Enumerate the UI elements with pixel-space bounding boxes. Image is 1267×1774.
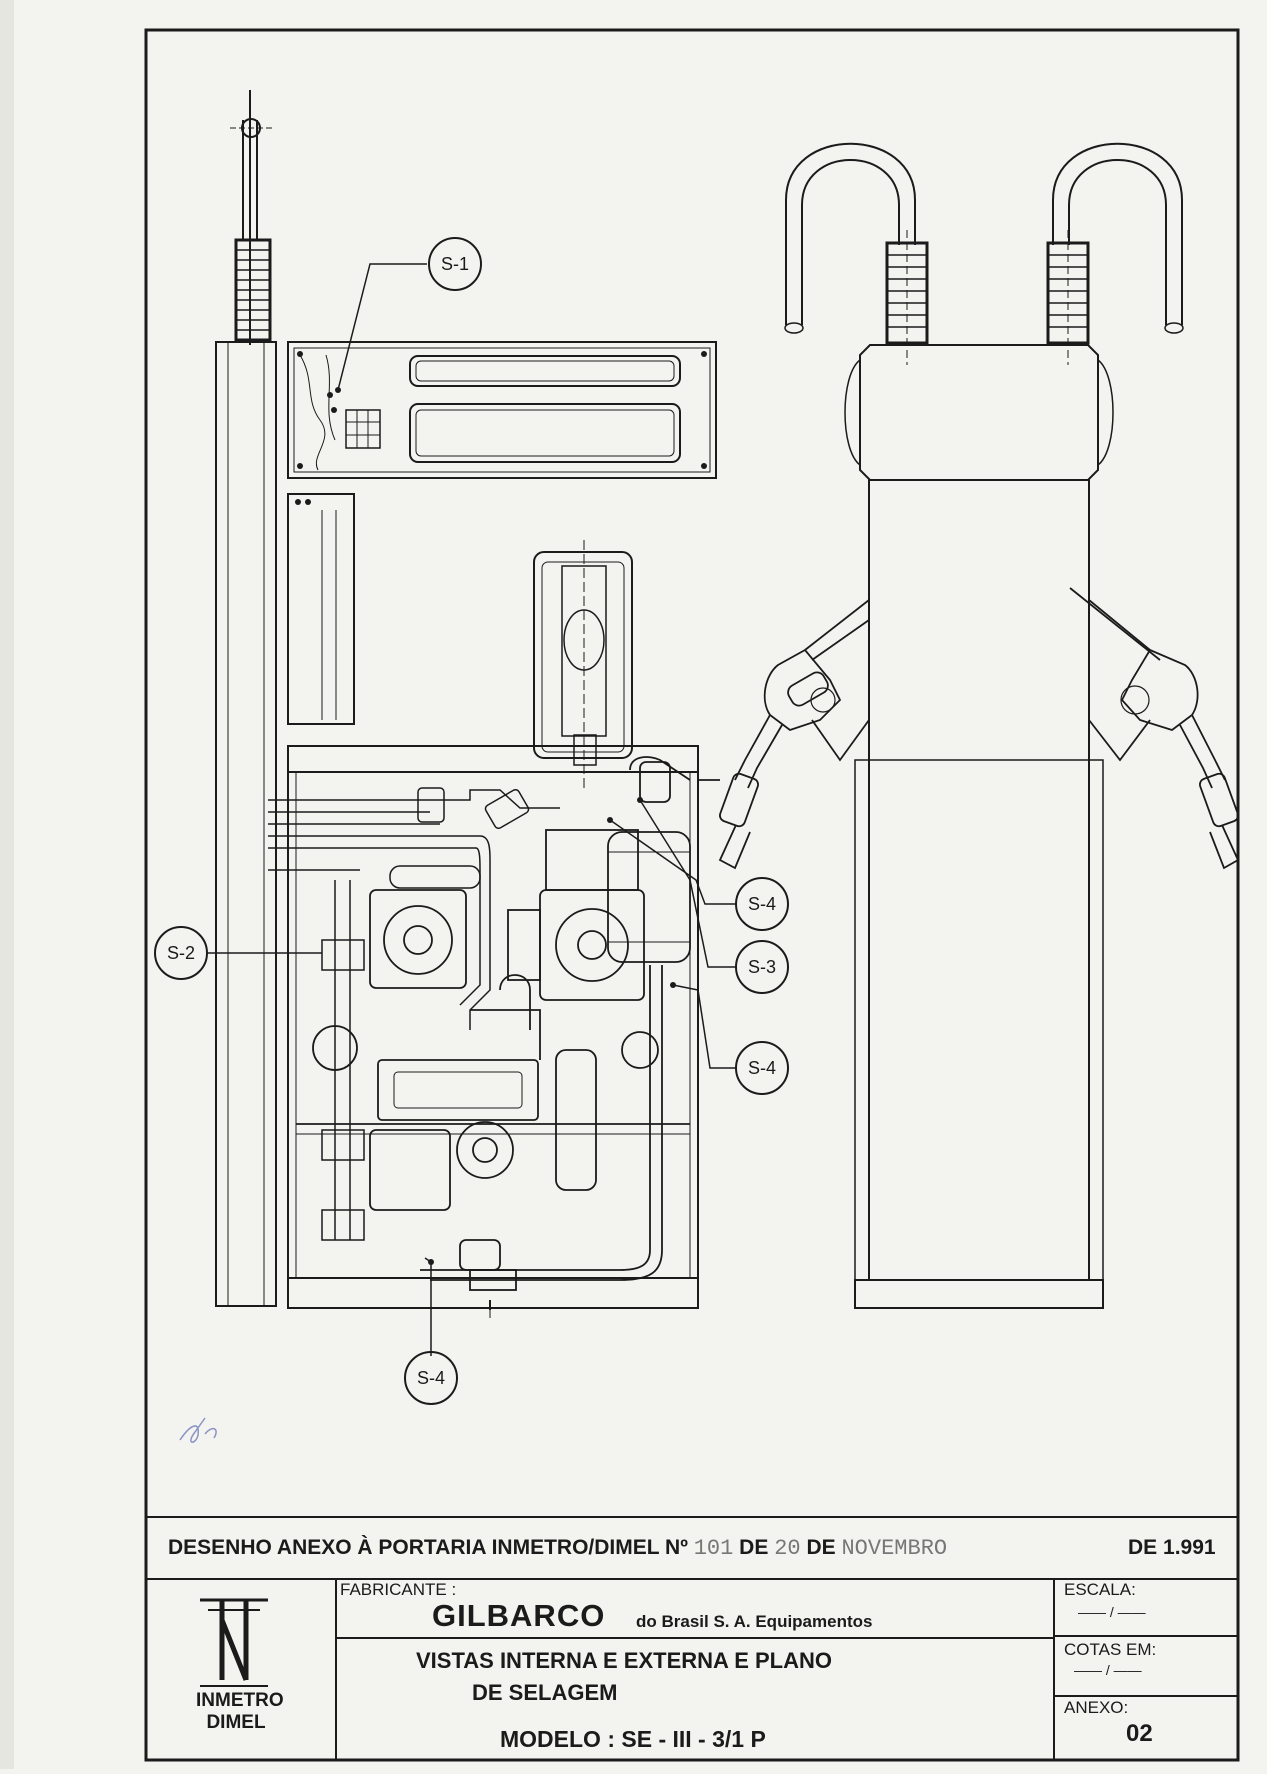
- cotas-label: COTAS EM:: [1064, 1640, 1157, 1659]
- header-de-1: DE: [739, 1536, 769, 1559]
- external-view: [718, 142, 1240, 1309]
- seal-label-s1: S-1: [441, 254, 469, 274]
- portaria-header: DESENHO ANEXO À PORTARIA INMETRO/DIMEL N…: [168, 1536, 947, 1561]
- seal-label-s4-middle: S-4: [748, 1058, 776, 1078]
- seal-label-s2: S-2: [167, 943, 195, 963]
- seal-label-texts: S-1 S-2 S-4 S-3 S-4 S-4: [167, 254, 776, 1388]
- manufacturer-subtitle: do Brasil S. A. Equipamentos: [636, 1612, 873, 1631]
- logo-text-dimel: DIMEL: [206, 1712, 266, 1733]
- anexo-label: ANEXO:: [1064, 1698, 1129, 1717]
- escala-label: ESCALA:: [1064, 1580, 1136, 1599]
- seal-leaders: [207, 263, 737, 1356]
- portaria-month: NOVEMBRO: [841, 1536, 948, 1561]
- portaria-year: 1.991: [1163, 1536, 1216, 1559]
- drawing-description-line-2: DE SELAGEM: [472, 1680, 618, 1705]
- portaria-day: 20: [774, 1536, 801, 1561]
- seal-label-s4-bottom: S-4: [417, 1368, 445, 1388]
- model-designation: MODELO : SE - III - 3/1 P: [500, 1726, 766, 1752]
- header-de-3: DE: [1128, 1536, 1158, 1559]
- portaria-number: 101: [693, 1536, 734, 1561]
- drawing-description-line-1: VISTAS INTERNA E EXTERNA E PLANO: [416, 1648, 833, 1673]
- inmetro-logo: [200, 1598, 268, 1687]
- header-de-2: DE: [806, 1536, 836, 1559]
- seal-markers: [154, 237, 789, 1405]
- seal-label-s4-upper: S-4: [748, 894, 776, 914]
- anexo-number: 02: [1126, 1720, 1153, 1747]
- escala-value: —— / ——: [1078, 1604, 1146, 1620]
- portaria-year-group: DE 1.991: [1128, 1536, 1216, 1560]
- logo-text-inmetro: INMETRO: [196, 1690, 284, 1711]
- header-prefix: DESENHO ANEXO À PORTARIA INMETRO/DIMEL N…: [168, 1536, 688, 1559]
- drawing-border: [144, 28, 1240, 1762]
- manufacturer-name: GILBARCO: [432, 1598, 606, 1633]
- title-block-lines: [146, 1516, 1238, 1760]
- internal-view: [215, 90, 720, 1318]
- handwritten-initial: [179, 1417, 217, 1443]
- fabricante-label: FABRICANTE :: [340, 1580, 457, 1599]
- seal-label-s3: S-3: [748, 957, 776, 977]
- cotas-value: —— / ——: [1074, 1662, 1142, 1678]
